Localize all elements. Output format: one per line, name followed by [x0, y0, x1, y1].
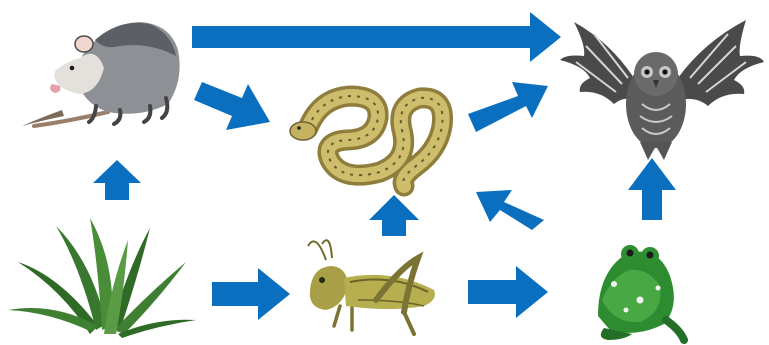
snake-icon — [272, 78, 460, 198]
